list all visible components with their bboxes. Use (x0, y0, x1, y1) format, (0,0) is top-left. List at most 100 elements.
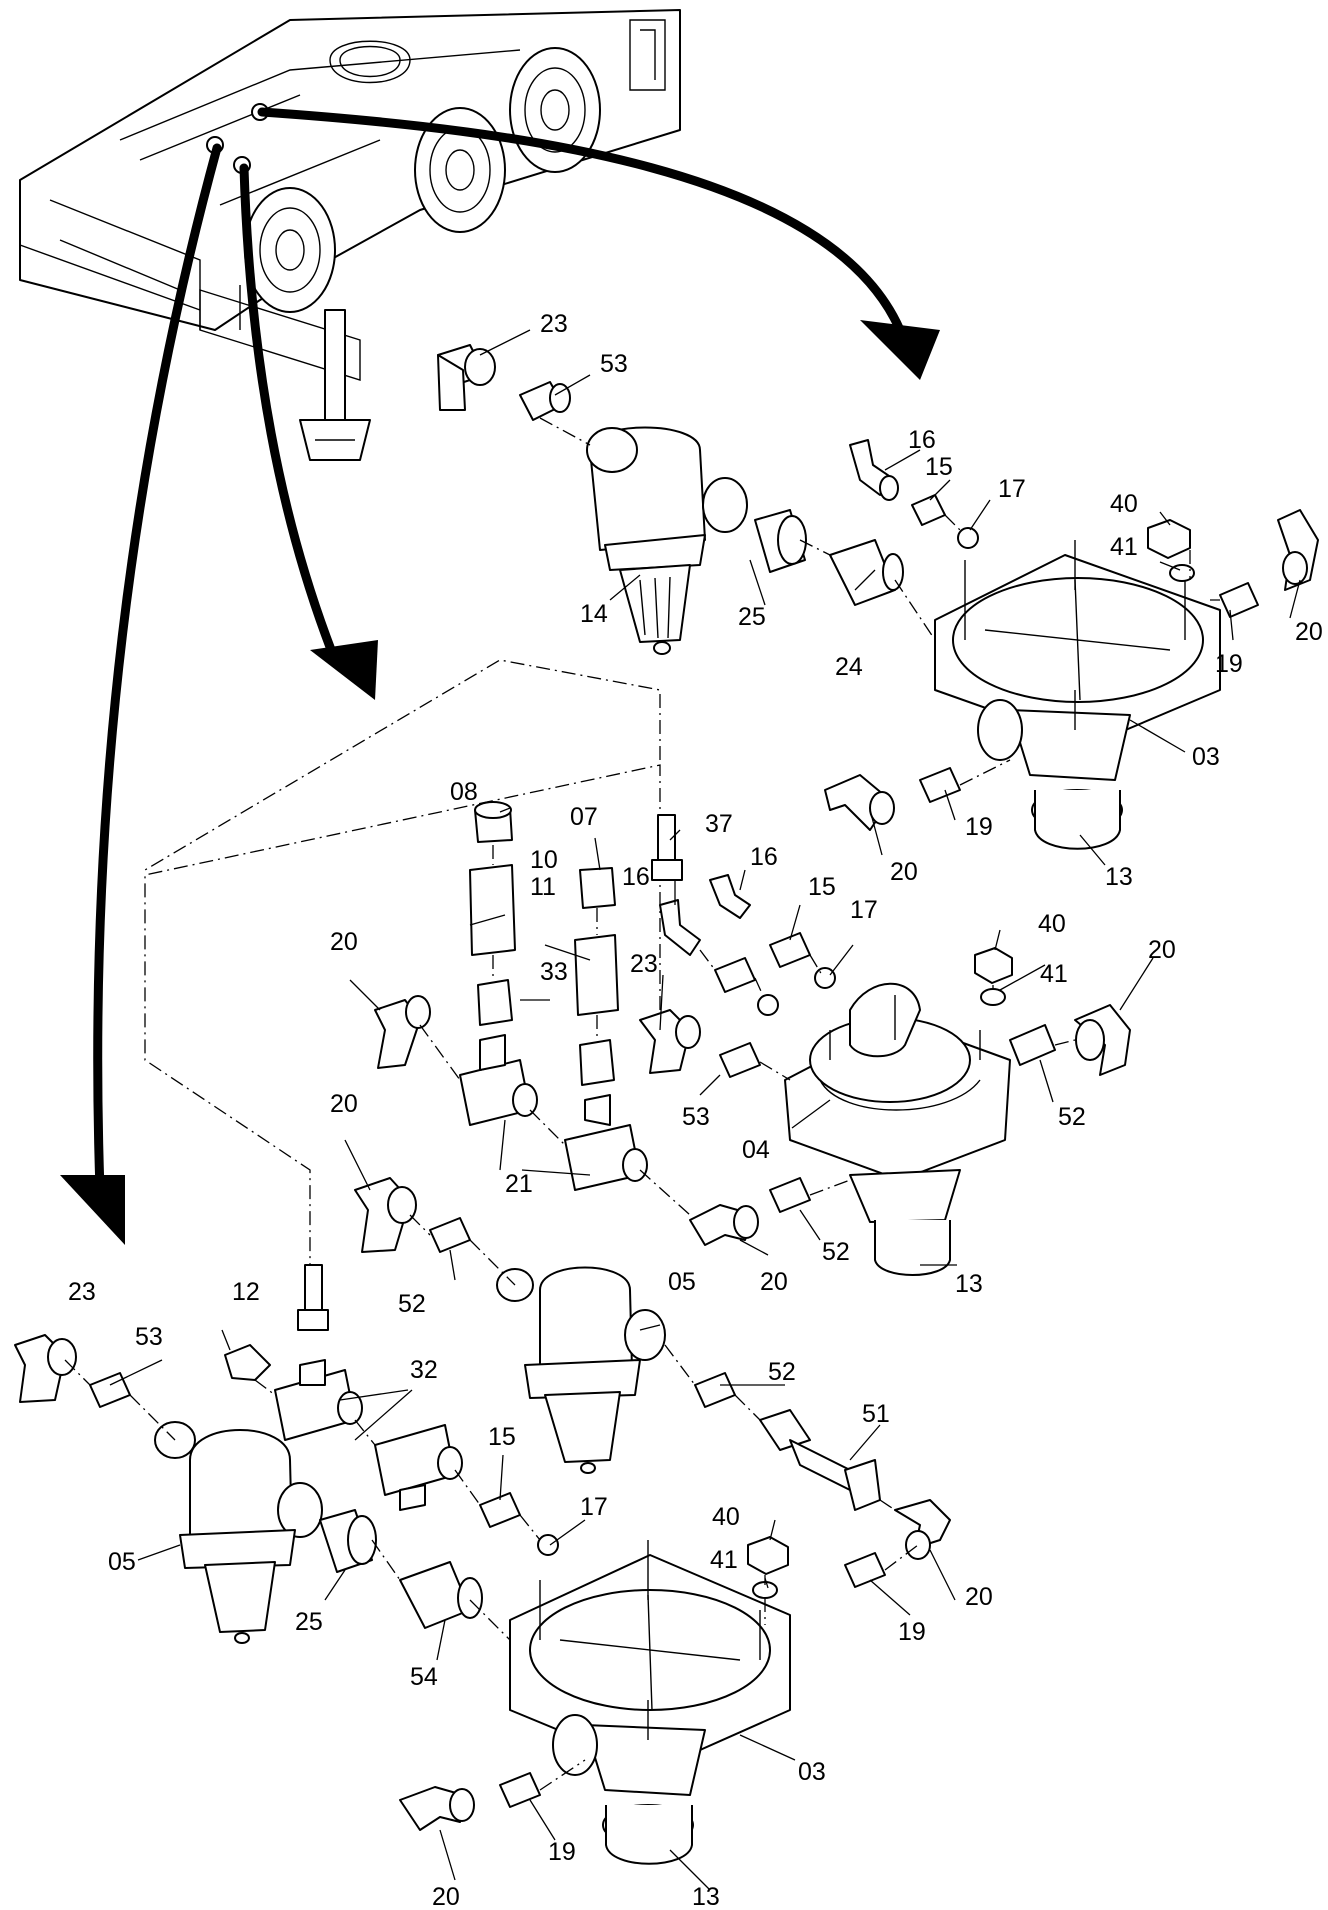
assy3-chamber-03 (509, 1540, 791, 1865)
callout-label: 15 (488, 1423, 516, 1451)
callout-label: 17 (580, 1493, 608, 1521)
assy3-nut-40 (747, 1536, 789, 1575)
vehicle-wheel-front (244, 187, 336, 313)
assy3-elbow-20b (894, 1499, 951, 1560)
assy1-nipple-19b (919, 767, 961, 803)
assy2-tee-21b (564, 1094, 648, 1191)
vehicle-outrigger (299, 309, 371, 461)
assy1-nipple-19 (1219, 582, 1259, 618)
assy1-nut-40 (1147, 519, 1191, 559)
assy2-nipple-52b (769, 1177, 811, 1213)
assy3-elbow-20a (354, 1177, 417, 1253)
assy2-adapter-33b (579, 1039, 615, 1086)
callout-label: 20 (890, 858, 918, 886)
callout-label: 41 (710, 1546, 738, 1574)
assy2-plug-37 (651, 814, 683, 881)
assy2-elbow-16a (659, 899, 701, 956)
assy1-valve-14 (586, 426, 748, 655)
assy3-oring-17 (537, 1534, 559, 1556)
callout-label: 52 (822, 1238, 850, 1266)
assy2-nipple-15a (714, 957, 756, 993)
callout-label: 16 (750, 843, 778, 871)
assy2-elbow-20c (689, 1204, 759, 1246)
callout-label: 04 (742, 1136, 770, 1164)
callout-label: 32 (410, 1356, 438, 1384)
assy3-valve-05a (496, 1266, 666, 1474)
callout-label: 16 (908, 426, 936, 454)
assy3-tee-32b (374, 1424, 463, 1511)
callout-label: 52 (768, 1358, 796, 1386)
callout-label: 37 (705, 810, 733, 838)
callout-label: 15 (925, 453, 953, 481)
callout-label: 11 (530, 873, 556, 901)
assy2-adapter-33a (477, 979, 513, 1026)
callout-label: 10 (530, 846, 558, 874)
assy2-tee-21a (459, 1034, 538, 1126)
assy2-nut-40 (974, 947, 1013, 984)
callout-label: 19 (898, 1618, 926, 1646)
callout-label: 52 (398, 1290, 426, 1318)
callout-label: 41 (1040, 960, 1068, 988)
callout-label: 41 (1110, 533, 1138, 561)
assy2-switch-07 (579, 867, 616, 909)
callout-label: 21 (505, 1170, 533, 1198)
callout-label: 19 (1215, 650, 1243, 678)
callout-label: 20 (330, 928, 358, 956)
assy1-nipple-53 (519, 381, 571, 421)
callout-label: 19 (965, 813, 993, 841)
callout-label: 33 (540, 958, 568, 986)
assy2-oring-17b (814, 967, 836, 989)
callout-label: 52 (1058, 1103, 1086, 1131)
assy2-boundary (144, 659, 661, 1265)
assy2-elbow-16b (709, 874, 751, 919)
callout-label: 03 (798, 1758, 826, 1786)
assy3-centerlines (64, 1214, 919, 1791)
callout-label: 20 (432, 1883, 460, 1910)
callout-label: 07 (570, 803, 598, 831)
assy3-elbow-23 (14, 1334, 77, 1403)
assy2-nipple-53 (719, 1042, 761, 1078)
location-arrows (60, 107, 940, 1245)
assy2-nipple-52a (1009, 1024, 1056, 1066)
assy2-oring-17a (757, 994, 779, 1016)
callout-label: 20 (760, 1268, 788, 1296)
assy1-oring-17 (957, 527, 979, 549)
assy2-chamber-04 (784, 982, 1011, 1276)
assy2-hex-11 (574, 934, 619, 1016)
callout-label: 23 (630, 950, 658, 978)
callout-label: 25 (295, 1608, 323, 1636)
assy3-plug (297, 1264, 329, 1331)
callouts: 23 53 14 25 24 16 15 17 40 41 19 20 03 2… (68, 310, 1323, 1910)
callout-label: 40 (1038, 910, 1066, 938)
callout-label: 08 (450, 778, 478, 806)
assy3-elbow-20c (399, 1786, 475, 1831)
callout-label: 51 (862, 1400, 890, 1428)
assy1-elbow-16 (849, 439, 899, 501)
callout-label: 20 (1295, 618, 1323, 646)
callout-label: 24 (835, 653, 863, 681)
assy1-chamber-03 (934, 540, 1221, 850)
assy2-switch-08 (474, 801, 513, 843)
assy3-valve-05b (154, 1421, 323, 1644)
callout-label: 40 (1110, 490, 1138, 518)
callout-label: 05 (668, 1268, 696, 1296)
assy2-centerlines (419, 845, 1076, 1216)
assy1-nut-25 (754, 509, 807, 573)
callout-label: 12 (232, 1278, 260, 1306)
assy2-elbow-23 (639, 1009, 701, 1074)
callout-label: 13 (955, 1270, 983, 1298)
leader-lines (109, 329, 1301, 1891)
callout-label: 54 (410, 1663, 438, 1691)
assy3-tee-32a (274, 1359, 363, 1441)
callout-label: 03 (1192, 743, 1220, 771)
callout-label: 40 (712, 1503, 740, 1531)
assy1-fitting-24 (829, 539, 904, 606)
assy3-nipple-19a (844, 1552, 886, 1588)
assy3-fitting-54 (399, 1561, 483, 1629)
callout-label: 16 (622, 863, 650, 891)
assy2-washer-41 (980, 988, 1006, 1006)
callout-label: 05 (108, 1548, 136, 1576)
assy3-nipple-52a (429, 1217, 471, 1253)
